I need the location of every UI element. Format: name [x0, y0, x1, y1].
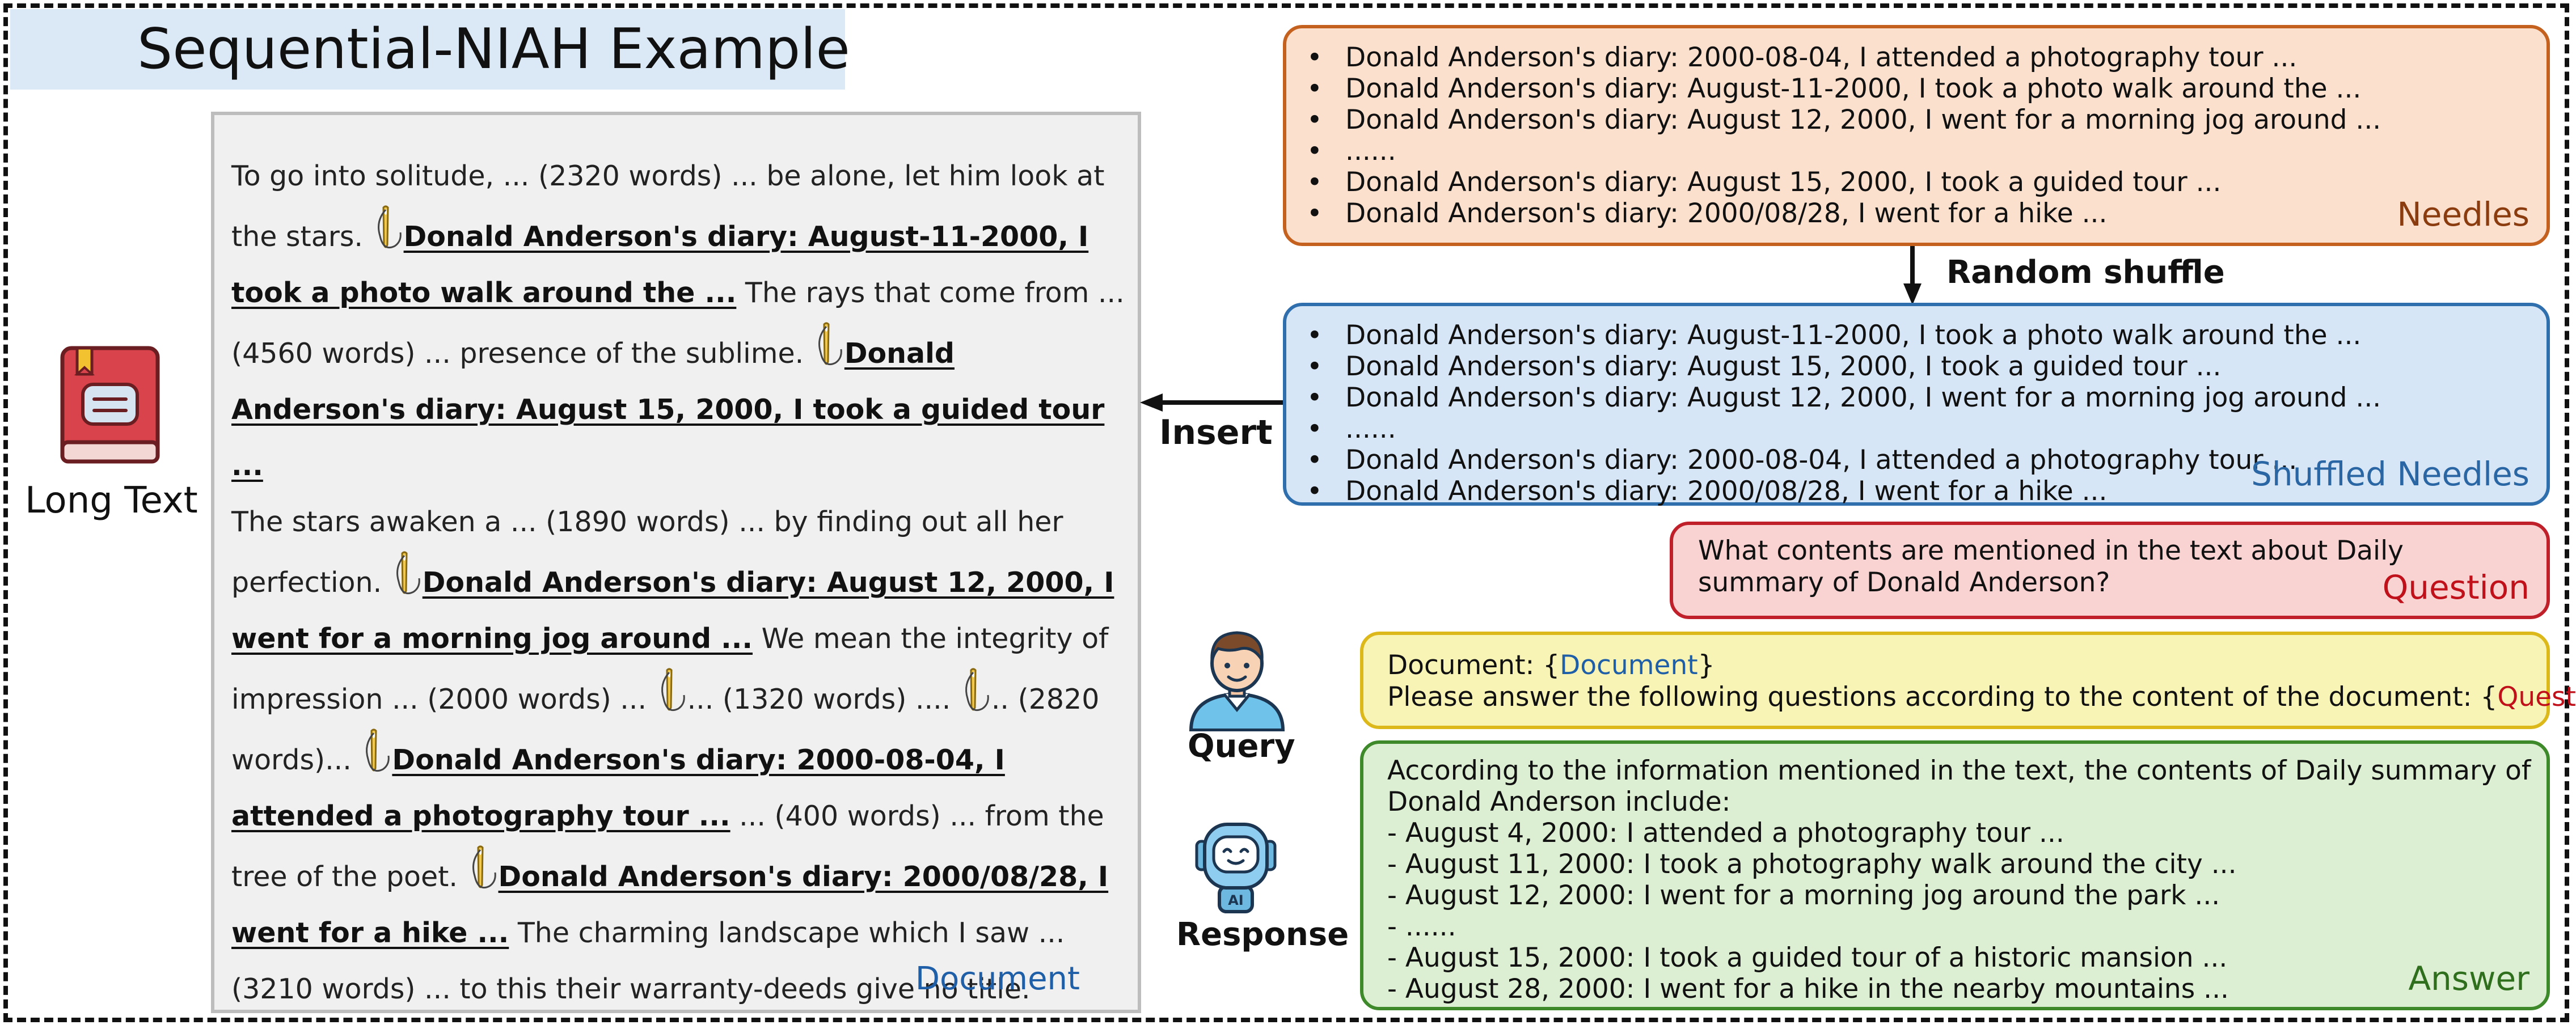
- needle-text: Donald Anderson's diary: 2000/08/28, I w…: [231, 861, 1109, 949]
- answer-box: According to the information mentioned i…: [1360, 740, 2550, 1010]
- document-text-segment: The rays that come from ... (4560 words)…: [231, 277, 1125, 370]
- shuffled-needle-item: Donald Anderson's diary: August 12, 2000…: [1307, 382, 2381, 413]
- prompt-line-2-prefix: Please answer the following questions ac…: [1387, 681, 2498, 713]
- needle-item: Donald Anderson's diary: August 12, 2000…: [1307, 104, 2381, 135]
- page-title: Sequential-NIAH Example: [137, 17, 850, 82]
- person-icon: [1184, 624, 1290, 734]
- document-text-segment: To go into solitude, ... (2320 words) ..…: [231, 160, 1105, 253]
- answer-line: - August 11, 2000: I took a photography …: [1387, 849, 2237, 880]
- random-shuffle-label: Random shuffle: [1946, 254, 2225, 291]
- document-box: To go into solitude, ... (2320 words) ..…: [211, 112, 1141, 1013]
- question-box: What contents are mentioned in the text …: [1670, 522, 2550, 619]
- answer-label: Answer: [2408, 959, 2529, 998]
- answer-line: - August 4, 2000: I attended a photograp…: [1387, 818, 2064, 849]
- document-text-segment: .. (2820 words)...: [231, 683, 1100, 776]
- shuffled-needles-list: Donald Anderson's diary: August-11-2000,…: [1307, 320, 2381, 507]
- document-label: Document: [915, 960, 1080, 997]
- prompt-line-1-suffix: }: [1697, 650, 1715, 681]
- shuffled-needle-item: Donald Anderson's diary: August-11-2000,…: [1307, 320, 2381, 351]
- answer-line: - ......: [1387, 911, 1456, 942]
- shuffled-needle-item: ......: [1307, 413, 2381, 444]
- needle-icon: [372, 204, 404, 259]
- svg-text:AI: AI: [1228, 892, 1244, 908]
- answer-text: According to the information mentioned i…: [1387, 755, 2531, 1005]
- shuffled-needles-label: Shuffled Needles: [2251, 455, 2529, 493]
- needle-icon: [813, 321, 844, 375]
- answer-line: According to the information mentioned i…: [1387, 755, 2531, 786]
- needle-icon: [656, 667, 687, 721]
- needle-item: ......: [1307, 135, 2381, 167]
- insert-label: Insert: [1159, 413, 1273, 452]
- shuffled-needle-item: Donald Anderson's diary: August 15, 2000…: [1307, 351, 2381, 382]
- prompt-document-variable: Document: [1560, 650, 1698, 681]
- needles-list: Donald Anderson's diary: 2000-08-04, I a…: [1307, 42, 2381, 229]
- needle-text: Donald Anderson's diary: 2000-08-04, I a…: [231, 744, 1005, 832]
- prompt-question-variable: Question: [2497, 681, 2576, 713]
- needle-item: Donald Anderson's diary: 2000/08/28, I w…: [1307, 198, 2381, 229]
- question-label: Question: [2382, 568, 2529, 607]
- needles-box: Donald Anderson's diary: 2000-08-04, I a…: [1283, 25, 2550, 246]
- needle-item: Donald Anderson's diary: August-11-2000,…: [1307, 73, 2381, 104]
- prompt-line-1-prefix: Document: {: [1387, 650, 1560, 681]
- shuffled-needles-box: Donald Anderson's diary: August-11-2000,…: [1283, 303, 2550, 507]
- robot-icon: AI: [1193, 816, 1278, 916]
- needle-item: Donald Anderson's diary: August 15, 2000…: [1307, 167, 2381, 198]
- needle-text: Donald Anderson's diary: August 12, 2000…: [231, 566, 1114, 655]
- shuffled-needle-item: Donald Anderson's diary: 2000/08/28, I w…: [1307, 476, 2381, 507]
- document-text: To go into solitude, ... (2320 words) ..…: [231, 148, 1133, 1017]
- query-label: Query: [1188, 728, 1295, 765]
- answer-line: - August 12, 2000: I went for a morning …: [1387, 880, 2220, 911]
- book-icon: [57, 344, 163, 471]
- needles-label: Needles: [2397, 195, 2529, 234]
- prompt-box: Document: {Document} Please answer the f…: [1360, 632, 2576, 729]
- document-text-segment: The stars awaken a ... (1890 words) ... …: [231, 506, 1063, 599]
- answer-line: - August 15, 2000: I took a guided tour …: [1387, 942, 2228, 973]
- needle-text: Donald Anderson's diary: August 15, 2000…: [231, 337, 1105, 482]
- needle-icon: [960, 667, 991, 721]
- answer-line: Donald Anderson include:: [1387, 786, 1731, 818]
- needle-icon: [391, 550, 423, 604]
- answer-line: - August 28, 2000: I went for a hike in …: [1387, 973, 2229, 1005]
- needle-item: Donald Anderson's diary: 2000-08-04, I a…: [1307, 42, 2381, 73]
- insert-arrow-icon: [1140, 391, 1287, 416]
- document-text-segment: We mean the integrity of impression ... …: [231, 623, 1109, 715]
- long-text-label: Long Text: [25, 480, 198, 522]
- shuffled-needle-item: Donald Anderson's diary: 2000-08-04, I a…: [1307, 444, 2381, 476]
- document-text-segment: ... (400 words) ... from the tree of the…: [231, 800, 1104, 893]
- needle-icon: [360, 727, 392, 782]
- prompt-text: Document: {Document} Please answer the f…: [1387, 650, 2576, 713]
- document-text-segment: The charming landscape which I saw ... (…: [231, 917, 1065, 1005]
- prompt-line-2: Please answer the following questions ac…: [1387, 681, 2576, 713]
- needle-icon: [467, 844, 499, 899]
- title-banner: [10, 9, 845, 90]
- outer-dashed-frame: [3, 3, 2569, 1022]
- response-label: Response: [1176, 916, 1349, 953]
- question-text: What contents are mentioned in the text …: [1698, 535, 2404, 598]
- document-text-segment: ... (1320 words) ....: [687, 683, 960, 715]
- shuffle-arrow-icon: [1901, 246, 1924, 307]
- prompt-line-1: Document: {Document}: [1387, 650, 2576, 681]
- needle-text: Donald Anderson's diary: August-11-2000,…: [231, 221, 1089, 309]
